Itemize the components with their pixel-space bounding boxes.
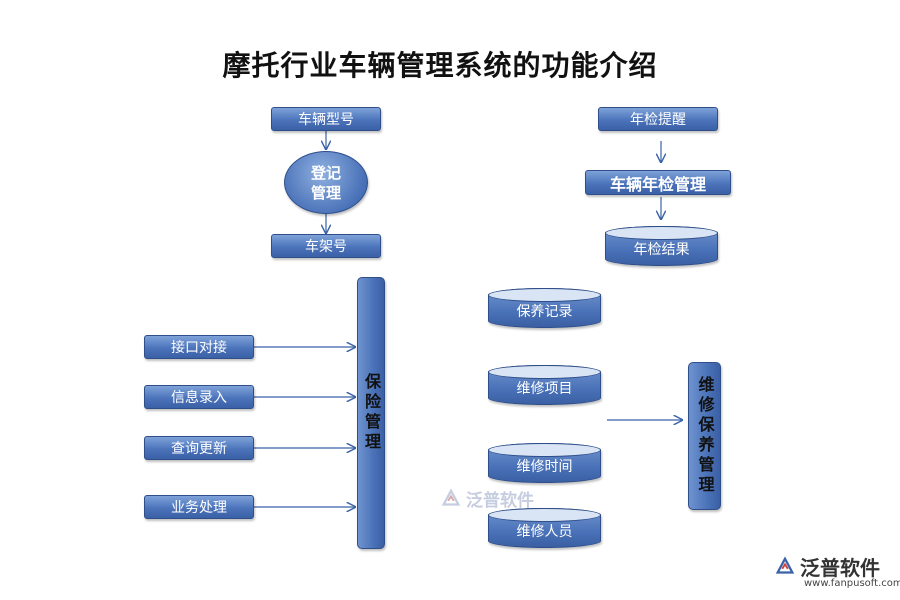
interface-docking-box: 接口对接 xyxy=(144,335,254,359)
corner-watermark-brand: 泛普软件 xyxy=(800,556,880,580)
vehicle-model-box: 车辆型号 xyxy=(271,107,381,131)
corner-watermark-url: www.fanpusoft.com xyxy=(804,578,900,589)
repair-items-label: 维修项目 xyxy=(516,381,573,397)
insurance-management-box: 保险管理 xyxy=(357,277,385,549)
frame-number-box: 车架号 xyxy=(271,234,381,258)
registration-management-node: 登记 管理 xyxy=(284,151,368,214)
info-entry-box: 信息录入 xyxy=(144,385,254,409)
fanpu-logo-icon xyxy=(441,487,461,506)
page-title: 摩托行业车辆管理系统的功能介绍 xyxy=(222,49,658,82)
repair-time-drum: 维修时间 xyxy=(488,443,601,483)
fanpu-corner-logo-icon xyxy=(775,555,795,574)
repair-time-label: 维修时间 xyxy=(516,459,573,475)
center-watermark: 泛普软件 xyxy=(440,486,534,511)
annual-result-label: 年检结果 xyxy=(633,242,690,258)
query-update-box: 查询更新 xyxy=(144,436,254,460)
repair-staff-drum: 维修人员 xyxy=(488,508,601,548)
annual-reminder-box: 年检提醒 xyxy=(598,107,718,131)
maintenance-record-label: 保养记录 xyxy=(516,304,573,320)
repair-items-drum: 维修项目 xyxy=(488,365,601,405)
center-watermark-brand: 泛普软件 xyxy=(466,491,534,511)
maintenance-record-drum: 保养记录 xyxy=(488,288,601,328)
maintenance-management-box: 维修保养管理 xyxy=(688,362,721,510)
repair-staff-label: 维修人员 xyxy=(516,524,573,540)
annual-inspection-management-box: 车辆年检管理 xyxy=(585,170,731,195)
corner-watermark: 泛普软件 www.fanpusoft.com xyxy=(774,552,900,589)
annual-result-drum: 年检结果 xyxy=(605,226,718,266)
business-processing-box: 业务处理 xyxy=(144,495,254,519)
